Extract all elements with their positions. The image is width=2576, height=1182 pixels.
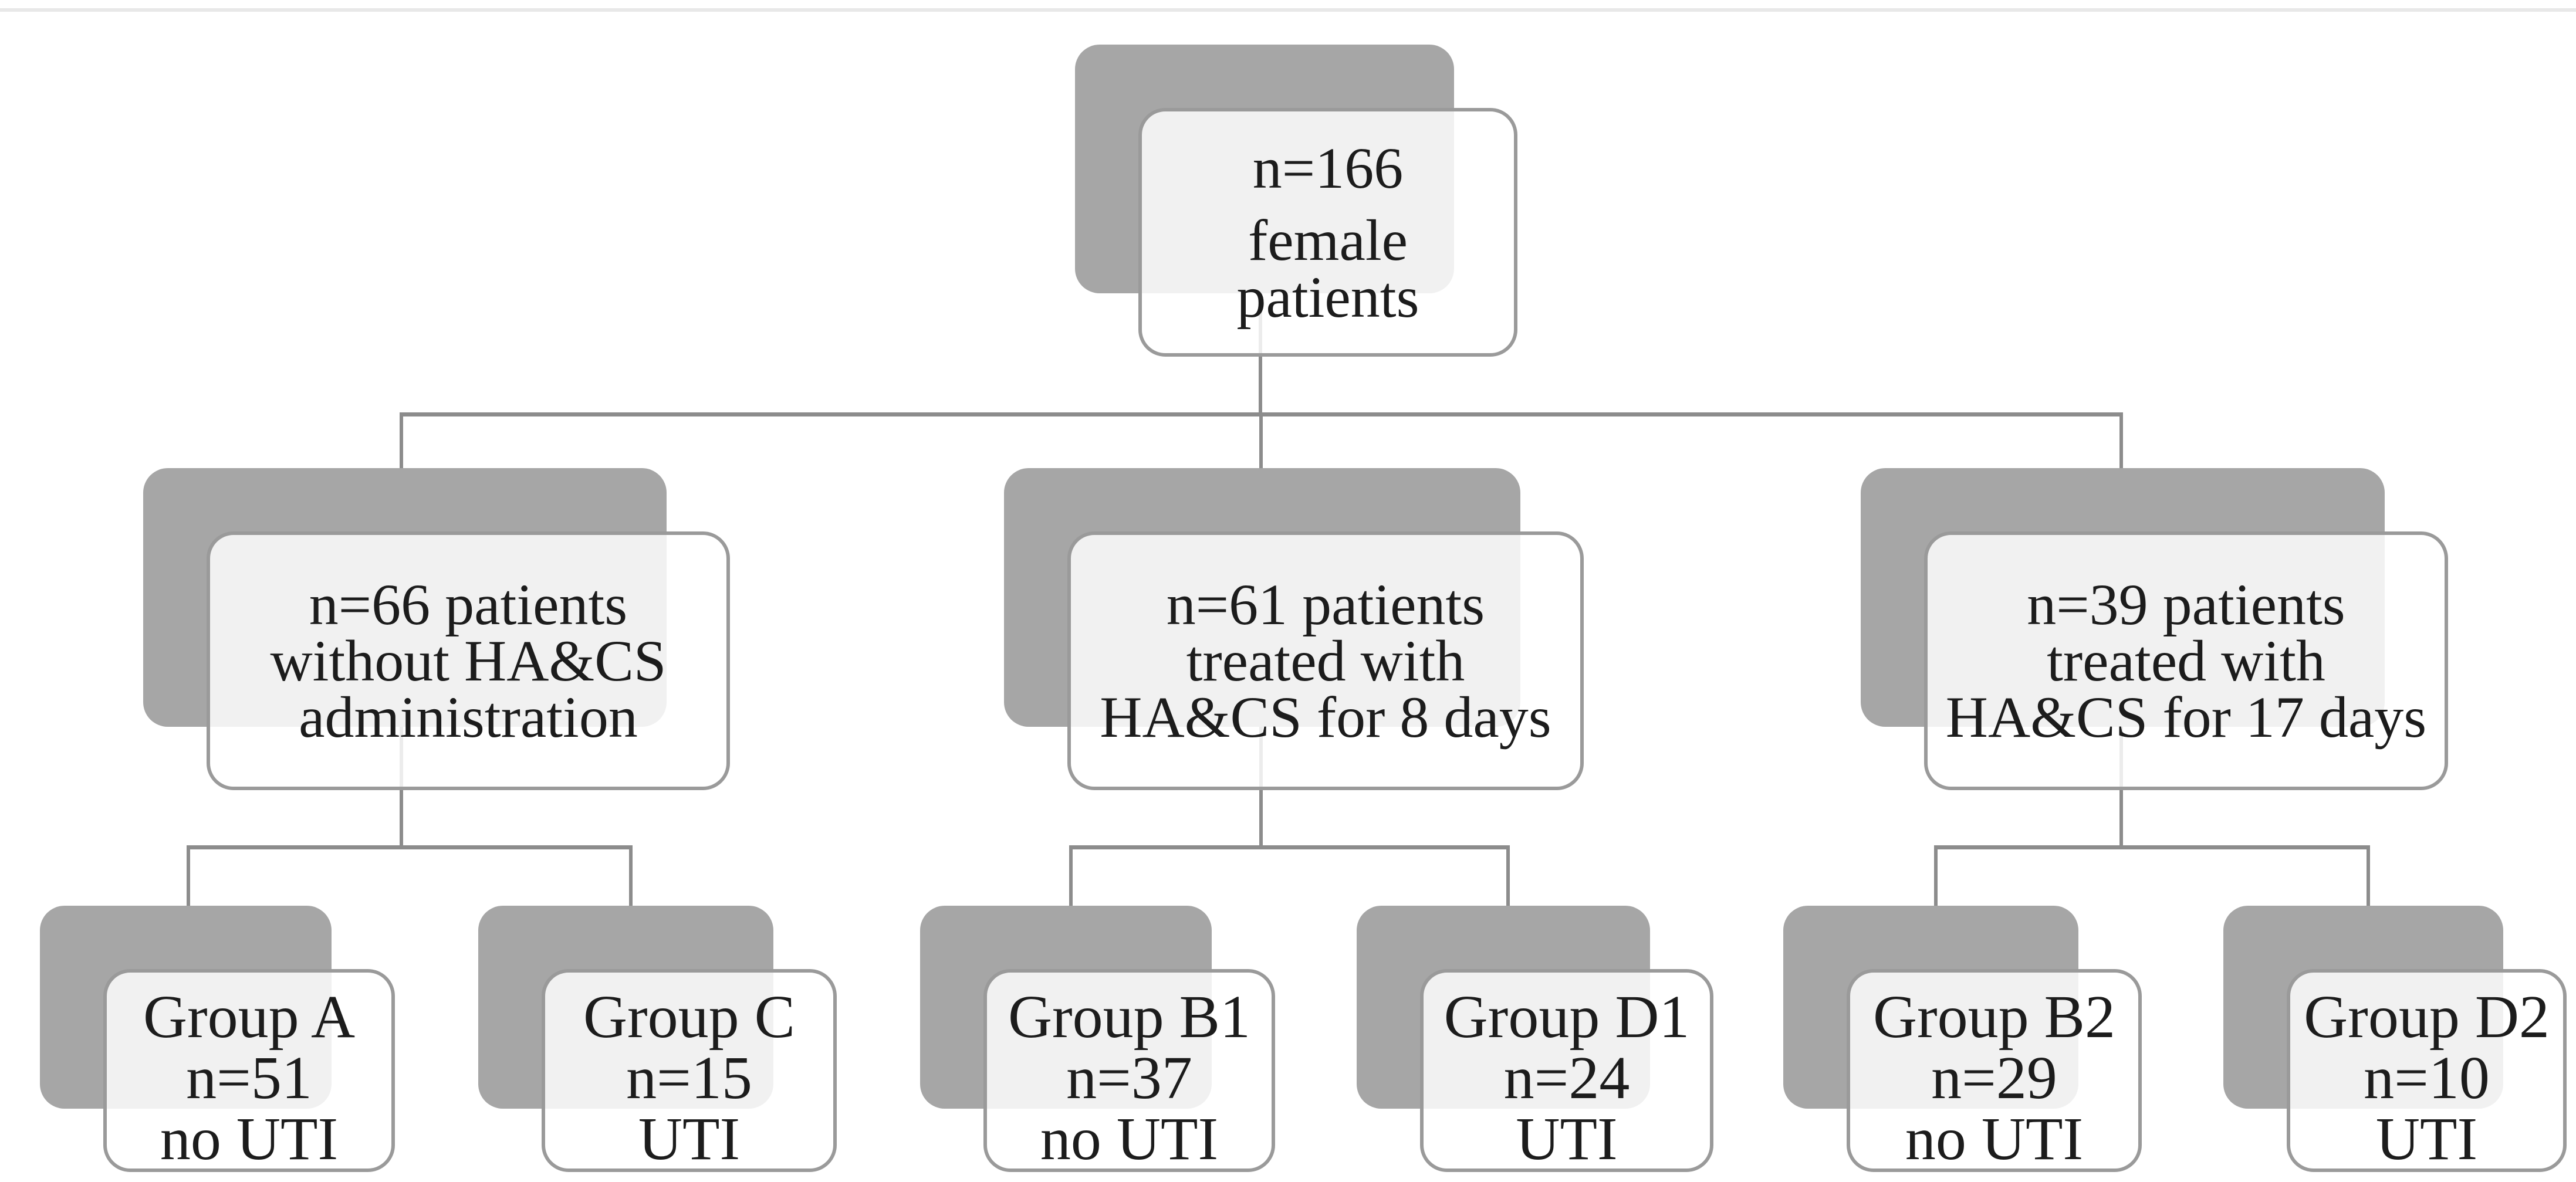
node-group-d1: Group D1 n=24 UTI [1357, 906, 1713, 1172]
node-group-c: Group C n=15 UTI [478, 906, 837, 1172]
connector-drop-hacs17 [2119, 412, 2123, 469]
connector-middle-bus [1071, 845, 1508, 849]
node-total-patients: n=166 female patients [1075, 45, 1517, 357]
node-group-a: Group A n=51 no UTI [40, 906, 395, 1172]
node-group-c-box: Group C n=15 UTI [542, 969, 837, 1172]
connector-drop-group-b2 [1934, 845, 1938, 910]
node-hacs-17-days-box: n=39 patients treated with HA&CS for 17 … [1924, 531, 2448, 790]
node-group-b2-outcome: no UTI [1905, 1105, 2084, 1173]
connector-drop-group-d2 [2367, 845, 2370, 910]
node-group-c-outcome: UTI [638, 1105, 741, 1173]
connector-right-bus [1936, 845, 2368, 849]
node-group-d2: Group D2 n=10 UTI [2223, 906, 2567, 1172]
node-group-b1: Group B1 n=37 no UTI [920, 906, 1275, 1172]
node-without-hacs-line2: without HA&CS [270, 628, 667, 693]
node-hacs-8-days-box: n=61 patients treated with HA&CS for 8 d… [1067, 531, 1584, 790]
node-hacs-17-days-line1: n=39 patients [2027, 571, 2345, 637]
node-group-b2-count: n=29 [1931, 1044, 2057, 1112]
figure-top-border-line [0, 8, 2576, 12]
node-without-hacs: n=66 patients without HA&CS administrati… [143, 468, 730, 790]
node-group-c-count: n=15 [626, 1044, 752, 1112]
connector-left-bus [188, 845, 631, 849]
node-group-d2-name: Group D2 [2304, 983, 2550, 1051]
node-group-d1-box: Group D1 n=24 UTI [1420, 969, 1713, 1172]
connector-drop-group-b1 [1069, 845, 1073, 910]
node-hacs-17-days-line3: HA&CS for 17 days [1945, 684, 2427, 750]
node-group-b1-box: Group B1 n=37 no UTI [983, 969, 1275, 1172]
node-group-d1-name: Group D1 [1443, 983, 1690, 1051]
node-group-b1-count: n=37 [1066, 1044, 1192, 1112]
node-group-d1-count: n=24 [1503, 1044, 1630, 1112]
node-group-b2-box: Group B2 n=29 no UTI [1847, 969, 2142, 1172]
node-hacs-8-days-line1: n=61 patients [1166, 571, 1485, 637]
connector-drop-group-d1 [1506, 845, 1510, 910]
node-group-d2-outcome: UTI [2375, 1105, 2478, 1173]
node-group-b2-name: Group B2 [1872, 983, 2116, 1051]
connector-drop-group-c [629, 845, 633, 910]
node-total-patients-count: n=166 [1252, 135, 1404, 201]
node-group-b2: Group B2 n=29 no UTI [1783, 906, 2142, 1172]
node-hacs-8-days-line3: HA&CS for 8 days [1100, 684, 1551, 750]
node-without-hacs-line1: n=66 patients [309, 571, 628, 637]
node-total-patients-line3: patients [1236, 264, 1419, 330]
node-hacs-17-days: n=39 patients treated with HA&CS for 17 … [1861, 468, 2448, 790]
node-without-hacs-box: n=66 patients without HA&CS administrati… [207, 531, 730, 790]
node-hacs-8-days-line2: treated with [1186, 628, 1465, 693]
node-group-d1-outcome: UTI [1516, 1105, 1618, 1173]
node-group-a-name: Group A [143, 983, 356, 1051]
node-hacs-17-days-line2: treated with [2047, 628, 2325, 693]
node-group-c-name: Group C [583, 983, 796, 1051]
node-group-a-outcome: no UTI [160, 1105, 339, 1173]
connector-drop-group-a [187, 845, 190, 910]
node-group-d2-count: n=10 [2364, 1044, 2490, 1112]
node-group-a-box: Group A n=51 no UTI [103, 969, 395, 1172]
node-total-patients-line2: female [1248, 207, 1408, 273]
node-group-b1-outcome: no UTI [1040, 1105, 1219, 1173]
node-total-patients-box: n=166 female patients [1138, 108, 1517, 357]
node-hacs-8-days: n=61 patients treated with HA&CS for 8 d… [1004, 468, 1584, 790]
node-without-hacs-line3: administration [299, 684, 638, 750]
connector-drop-no-hacs [400, 412, 403, 469]
connector-drop-hacs8 [1259, 412, 1263, 469]
node-group-d2-box: Group D2 n=10 UTI [2287, 969, 2567, 1172]
node-group-a-count: n=51 [186, 1044, 312, 1112]
node-group-b1-name: Group B1 [1008, 983, 1251, 1051]
